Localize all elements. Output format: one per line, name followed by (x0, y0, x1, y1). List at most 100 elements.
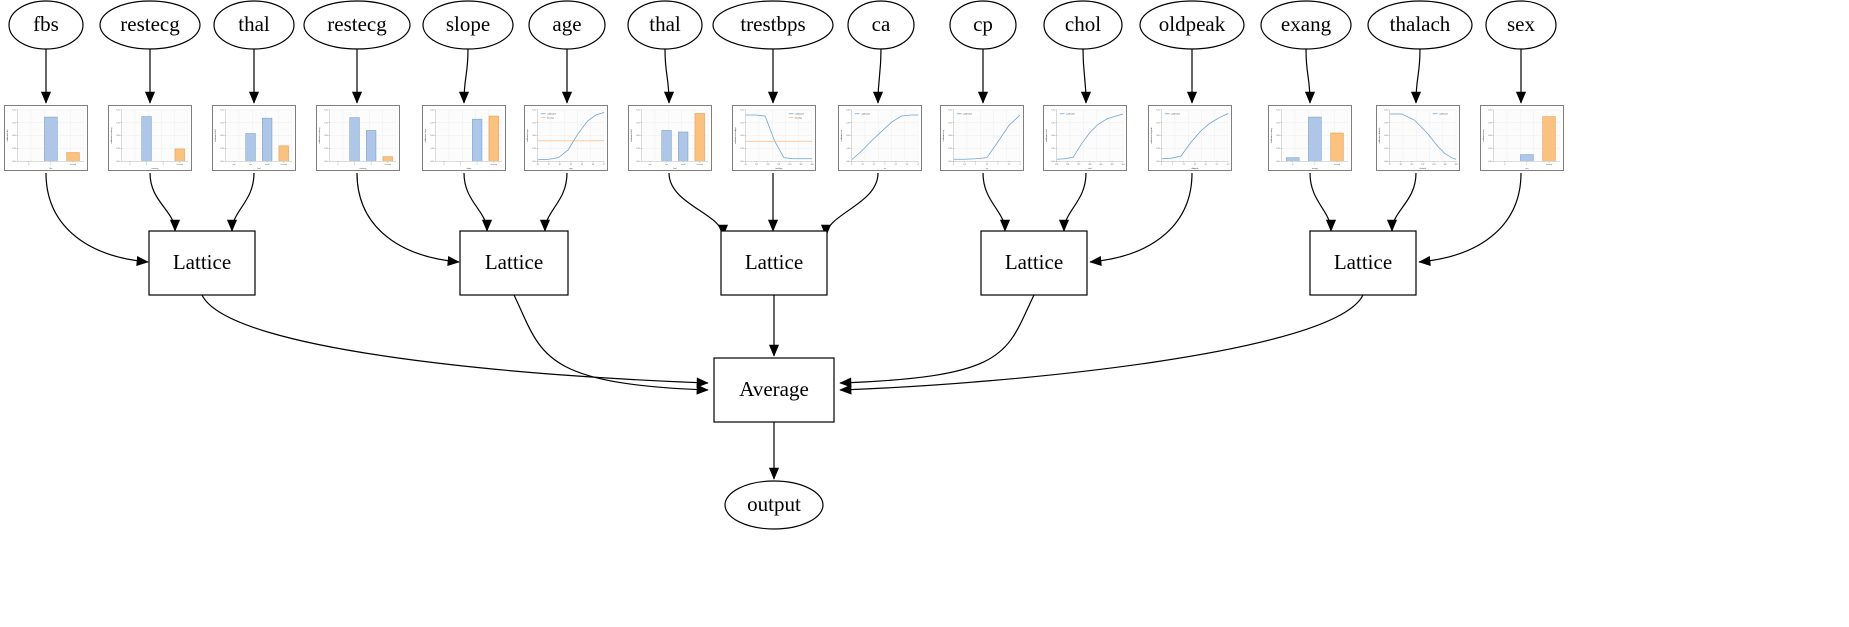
svg-text:missing: missing (795, 117, 802, 119)
svg-text:0.00: 0.00 (846, 161, 850, 163)
svg-text:2.5: 2.5 (1008, 164, 1011, 166)
svg-text:calibrated exang: calibrated exang (1270, 128, 1273, 143)
edge-arrowhead (977, 91, 989, 104)
input-node-age-5[interactable] (528, 0, 606, 50)
svg-text:77: 77 (603, 164, 605, 166)
edge-arrowhead (839, 377, 852, 388)
svg-text:37: 37 (548, 164, 550, 166)
svg-text:calibrated thal: calibrated thal (214, 129, 217, 142)
edge-arrowhead (1410, 91, 1422, 104)
lattice-node-label: Lattice (1334, 250, 1392, 274)
svg-text:missing: missing (1546, 164, 1552, 166)
svg-text:0.75: 0.75 (846, 122, 850, 124)
input-node-trestbps-7[interactable] (712, 0, 834, 50)
svg-text:0.25: 0.25 (740, 148, 744, 150)
svg-text:491: 491 (1110, 164, 1113, 166)
svg-text:2: 2 (997, 164, 998, 166)
input-node-label: ca (872, 12, 891, 36)
input-node-label: thal (649, 12, 681, 36)
svg-text:calibrated fbs: calibrated fbs (6, 130, 9, 142)
edge-lattice-3-to-average (839, 294, 1035, 384)
svg-text:53: 53 (570, 164, 572, 166)
svg-text:1: 1 (354, 164, 355, 166)
svg-text:restecg: restecg (360, 167, 367, 170)
input-node-thalach-13[interactable] (1367, 0, 1473, 50)
svg-text:0.25: 0.25 (1156, 148, 1160, 150)
svg-text:0.75: 0.75 (116, 122, 120, 124)
svg-text:0.75: 0.75 (324, 122, 328, 124)
input-node-sex-14[interactable] (1485, 0, 1557, 50)
lattice-node-2[interactable] (720, 230, 828, 296)
svg-text:0.75: 0.75 (740, 122, 744, 124)
input-node-restecg-3[interactable] (303, 0, 411, 50)
input-node-slope-4[interactable] (422, 0, 514, 50)
svg-text:1: 1 (1526, 164, 1527, 166)
output-node[interactable] (724, 480, 824, 530)
svg-text:0.50: 0.50 (846, 135, 850, 137)
svg-text:0: 0 (28, 164, 29, 166)
svg-text:calibrated restecg: calibrated restecg (318, 128, 321, 144)
svg-text:3.1: 3.1 (1194, 164, 1197, 166)
edge-arrowhead (872, 91, 884, 104)
input-node-cp-9[interactable] (949, 0, 1017, 50)
edge-calibrator-11-to-lattice-3 (1089, 172, 1193, 263)
edge-arrowhead (1304, 91, 1316, 104)
svg-text:2: 2 (477, 164, 478, 166)
svg-text:2.7: 2.7 (895, 164, 898, 166)
lattice-node-4[interactable] (1309, 230, 1417, 296)
svg-text:1.00: 1.00 (324, 110, 328, 112)
svg-text:0.50: 0.50 (430, 135, 434, 137)
edge-arrowhead (767, 219, 779, 232)
svg-text:1.00: 1.00 (220, 110, 224, 112)
input-node-thal-2[interactable] (213, 0, 295, 50)
input-node-fbs-0[interactable] (8, 0, 84, 50)
input-node-oldpeak-11[interactable] (1139, 0, 1245, 50)
lattice-node-0[interactable] (148, 230, 256, 296)
svg-text:0.75: 0.75 (430, 122, 434, 124)
svg-text:calibrated thalach: calibrated thalach (1378, 128, 1381, 144)
svg-text:0.25: 0.25 (1051, 148, 1055, 150)
input-node-label: chol (1065, 12, 1101, 36)
average-node[interactable] (713, 357, 835, 423)
svg-text:2: 2 (371, 164, 372, 166)
svg-text:chol: chol (1088, 168, 1092, 170)
svg-text:272: 272 (1077, 164, 1080, 166)
svg-text:0.00: 0.00 (532, 161, 536, 163)
svg-text:oldpeak: oldpeak (1191, 168, 1199, 170)
edge-calibrator-6-to-lattice-2 (668, 172, 724, 237)
input-node-exang-12[interactable] (1260, 0, 1352, 50)
svg-text:missing: missing (281, 164, 287, 166)
input-node-restecg-1[interactable] (99, 0, 201, 50)
edge-arrowhead (768, 467, 780, 480)
input-node-thal-6[interactable] (627, 0, 703, 50)
svg-text:1.00: 1.00 (1488, 110, 1492, 112)
edge-arrowhead (1418, 255, 1431, 267)
lattice-node-3[interactable] (980, 230, 1088, 296)
svg-text:0.00: 0.00 (636, 161, 640, 163)
edge-arrowhead (1058, 219, 1070, 232)
edge-calibrator-14-to-lattice-4 (1418, 172, 1522, 263)
svg-text:1.00: 1.00 (12, 110, 16, 112)
input-node-chol-10[interactable] (1043, 0, 1123, 50)
input-node-ca-8[interactable] (847, 0, 915, 50)
edge-arrowhead (767, 91, 779, 104)
svg-text:2: 2 (884, 164, 885, 166)
svg-text:calibrated thal: calibrated thal (630, 129, 633, 142)
svg-text:1: 1 (146, 164, 147, 166)
edge-arrowhead (663, 91, 675, 104)
lattice-node-1[interactable] (459, 230, 569, 296)
svg-text:45: 45 (559, 164, 561, 166)
svg-text:0.50: 0.50 (1051, 135, 1055, 137)
input-node-label: thal (238, 12, 270, 36)
